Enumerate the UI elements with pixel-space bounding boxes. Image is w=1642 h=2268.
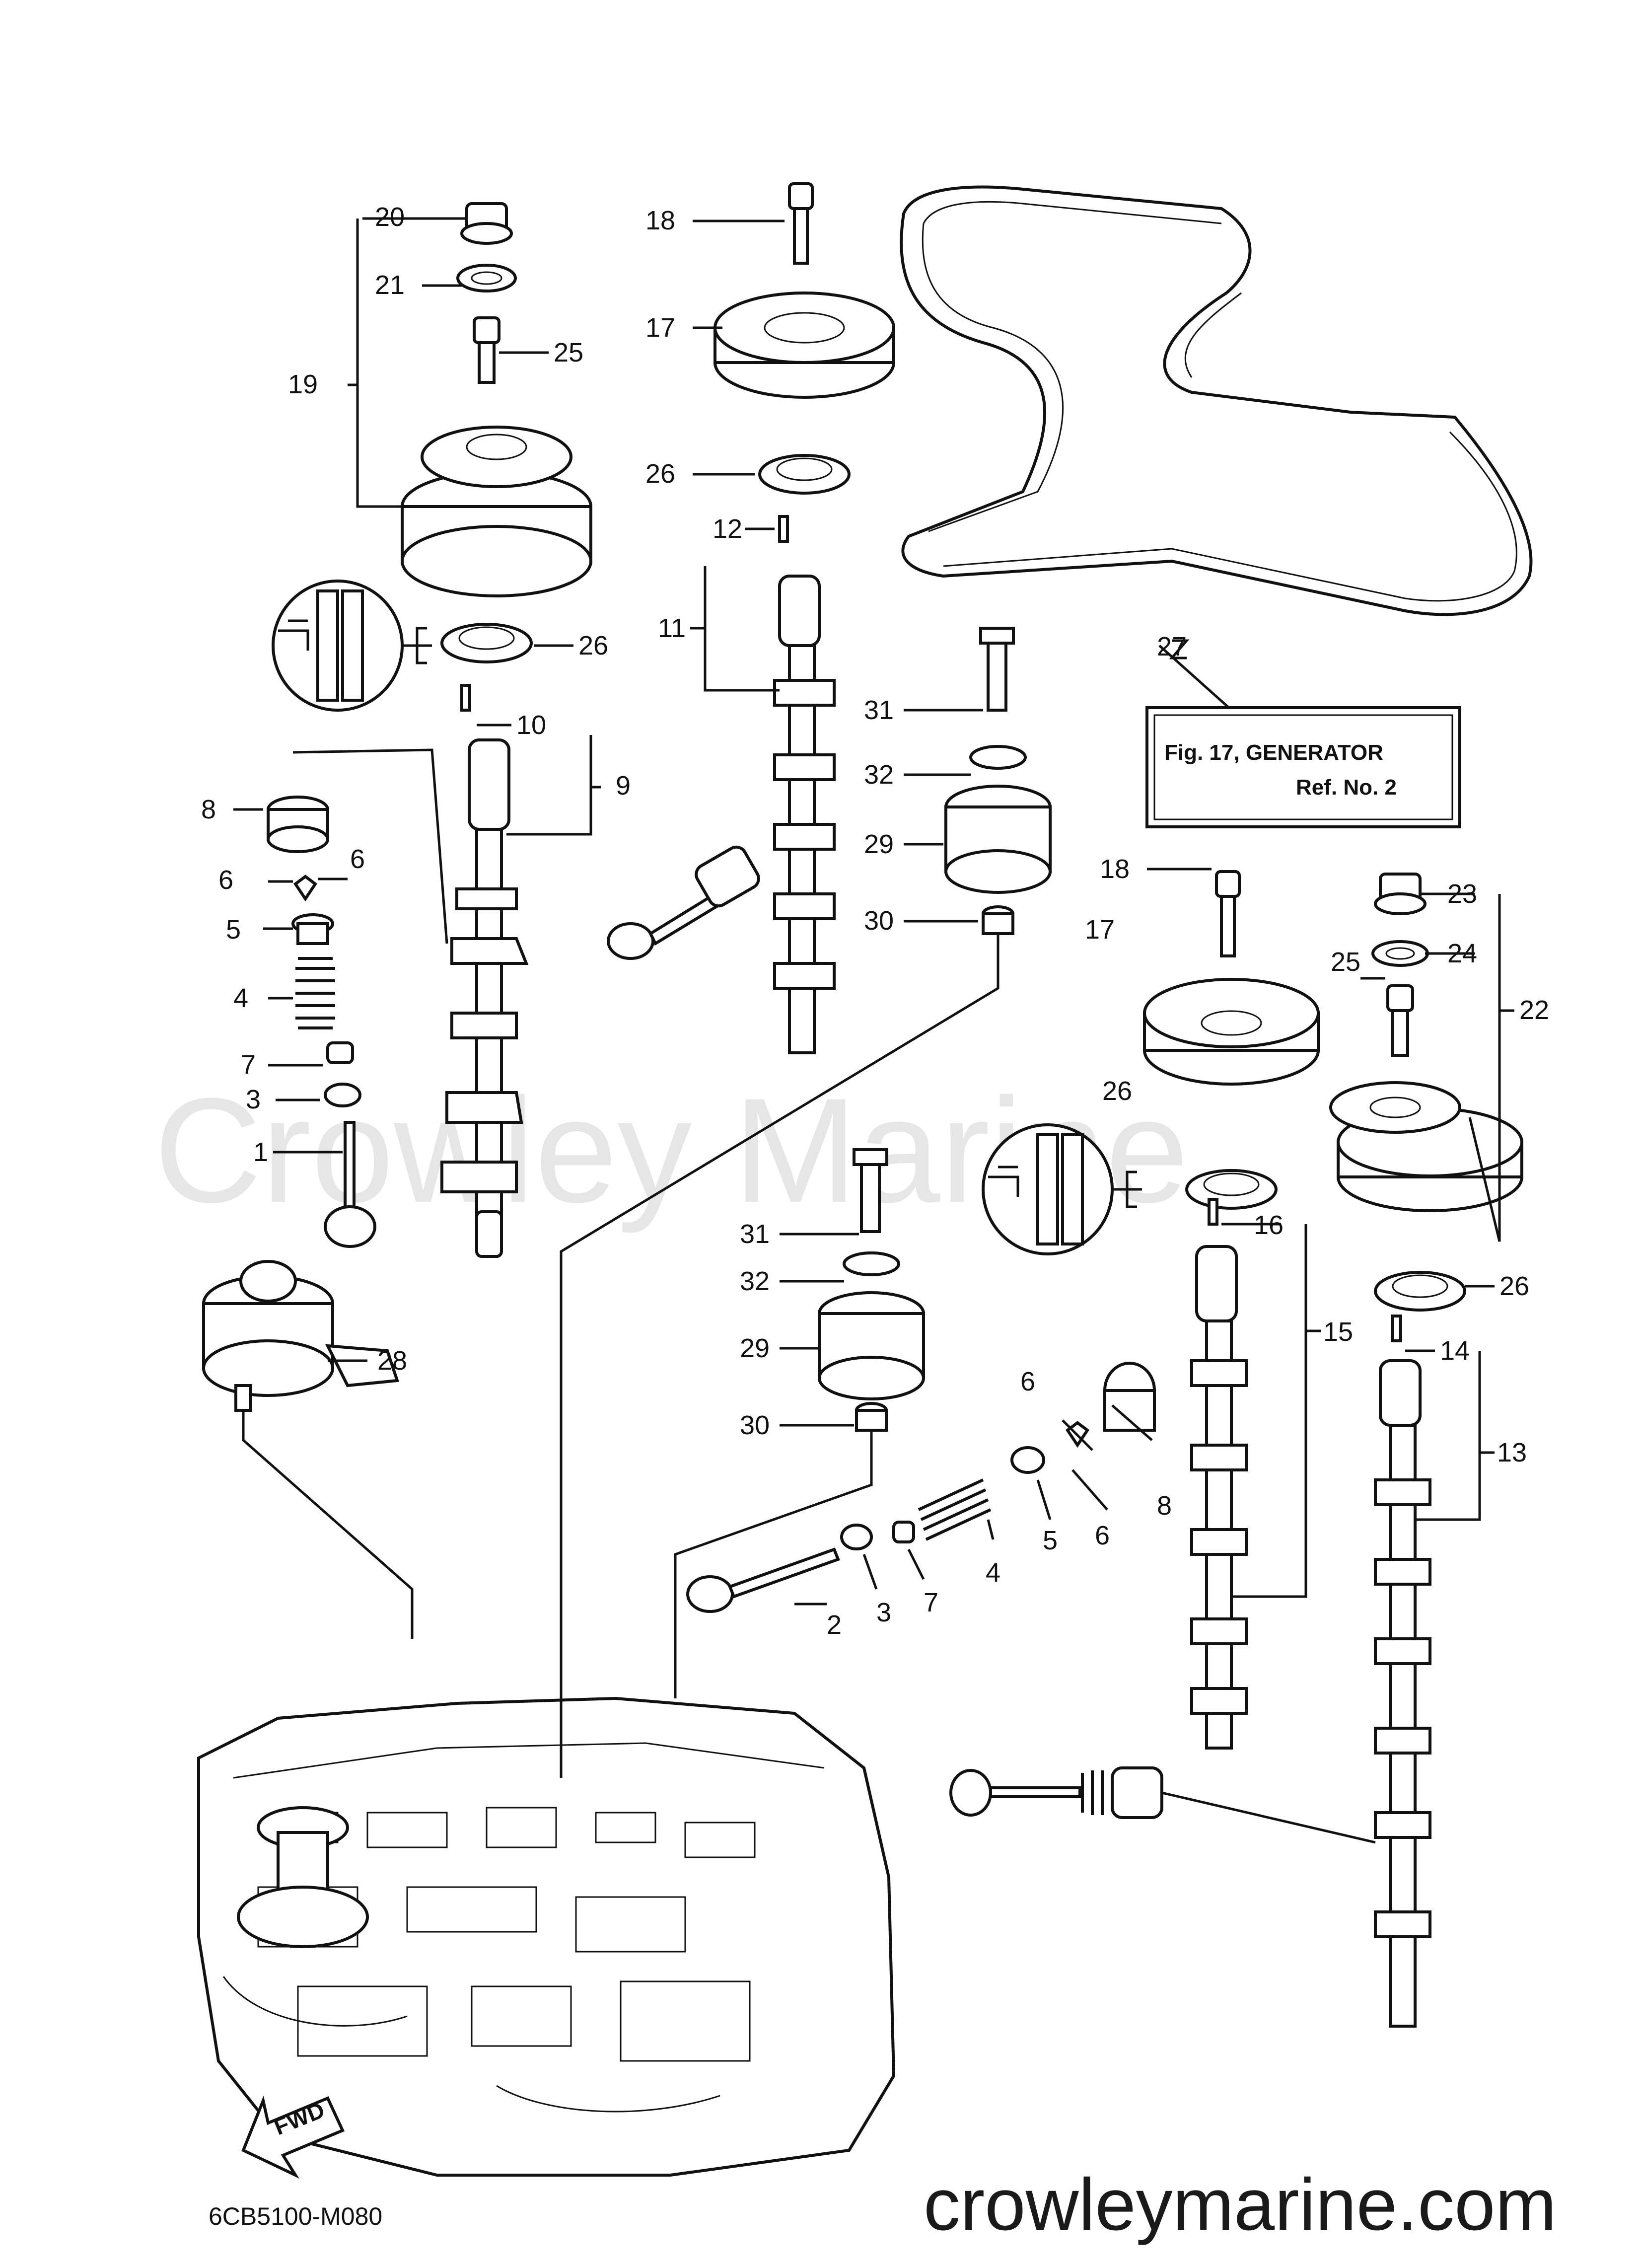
right-intake-pulley-22 xyxy=(1329,873,1523,1312)
callout-23: 23 xyxy=(1447,879,1477,909)
callout-20: 20 xyxy=(375,202,405,232)
callout-26-left: 26 xyxy=(578,631,608,660)
callout-21: 21 xyxy=(375,270,405,300)
idler-lower-29-32 xyxy=(818,1148,925,1432)
callout-7-right: 7 xyxy=(924,1588,938,1617)
callout-6-right-b: 6 xyxy=(1095,1521,1110,1550)
callout-26-right-a: 26 xyxy=(1102,1076,1132,1106)
callout-17-right: 17 xyxy=(1085,915,1115,945)
callout-26-top: 26 xyxy=(645,459,675,489)
reference-line-1: Fig. 17, GENERATOR xyxy=(1164,740,1383,765)
callout-14: 14 xyxy=(1440,1336,1470,1366)
callout-18-right: 18 xyxy=(1100,854,1130,884)
callout-5-left: 5 xyxy=(226,915,241,945)
reference-box: Fig. 17, GENERATOR Ref. No. 2 xyxy=(1145,639,1461,828)
timing-belt-part-27 xyxy=(900,185,1533,616)
callout-26-right-b: 26 xyxy=(1499,1271,1529,1301)
engine-block xyxy=(197,1696,896,2177)
exhaust-pulley-part-17 xyxy=(714,182,895,495)
callout-25-left: 25 xyxy=(554,338,583,367)
callout-6-right-a: 6 xyxy=(1020,1367,1035,1396)
camshaft-part-13 xyxy=(1374,1315,1431,2028)
callout-11: 11 xyxy=(658,613,686,643)
sealant-indicator-left xyxy=(272,580,432,712)
callout-18-top: 18 xyxy=(645,206,675,235)
callout-31-lower: 31 xyxy=(740,1219,770,1249)
callout-25-right: 25 xyxy=(1331,947,1360,977)
callout-10: 10 xyxy=(516,710,546,740)
callout-31-upper: 31 xyxy=(864,695,894,725)
callout-4-right: 4 xyxy=(986,1558,1000,1588)
callout-12: 12 xyxy=(713,514,742,544)
callout-6-left-b: 6 xyxy=(350,844,365,874)
callout-7-left: 7 xyxy=(241,1050,256,1080)
idler-upper-29-32 xyxy=(944,627,1052,935)
callout-22: 22 xyxy=(1519,995,1549,1025)
tensioner-part-28 xyxy=(202,1260,400,1412)
callout-27: 27 xyxy=(1157,632,1187,661)
callout-30-upper: 30 xyxy=(864,906,894,936)
callout-32-lower: 32 xyxy=(740,1266,770,1296)
reference-line-2: Ref. No. 2 xyxy=(1296,775,1397,800)
callout-30-lower: 30 xyxy=(740,1410,770,1440)
forward-arrow-icon: FWD xyxy=(241,2095,345,2179)
callout-8-left: 8 xyxy=(201,795,216,824)
callout-13: 13 xyxy=(1497,1438,1527,1467)
camshaft-part-11 xyxy=(607,515,836,1054)
camshaft-part-9 xyxy=(440,684,529,1258)
callout-9: 9 xyxy=(616,771,631,801)
callout-3-left: 3 xyxy=(246,1085,261,1114)
callout-16: 16 xyxy=(1254,1210,1284,1240)
callout-2: 2 xyxy=(827,1610,842,1640)
callout-1: 1 xyxy=(253,1137,268,1167)
callout-17-top: 17 xyxy=(645,313,675,343)
intake-pulley-assembly-19 xyxy=(401,202,592,663)
diagram-code: 6CB5100-M080 xyxy=(209,2202,382,2230)
callout-24: 24 xyxy=(1447,939,1477,968)
callout-5-right: 5 xyxy=(1043,1526,1058,1555)
callout-8-right: 8 xyxy=(1157,1491,1172,1521)
callout-32-upper: 32 xyxy=(864,760,894,790)
callout-29-upper: 29 xyxy=(864,829,894,859)
callout-labels: 20 21 25 19 26 10 9 8 6 6 5 4 7 3 1 18 1… xyxy=(201,202,1549,1640)
callout-28: 28 xyxy=(377,1346,407,1376)
leader-lines xyxy=(233,217,1514,1844)
callout-19: 19 xyxy=(288,369,318,399)
callout-4-left: 4 xyxy=(233,983,248,1013)
callout-29-lower: 29 xyxy=(740,1333,770,1363)
sealant-indicator-right xyxy=(982,1123,1142,1255)
right-exhaust-pulley-17 xyxy=(1143,870,1320,1210)
site-url: crowleymarine.com xyxy=(924,2164,1557,2246)
callout-3-right: 3 xyxy=(876,1598,891,1627)
camshaft-part-15 xyxy=(1190,1198,1248,1750)
callout-15: 15 xyxy=(1323,1317,1353,1347)
valve-train-left xyxy=(267,796,376,1248)
callout-6-left-a: 6 xyxy=(218,865,233,895)
